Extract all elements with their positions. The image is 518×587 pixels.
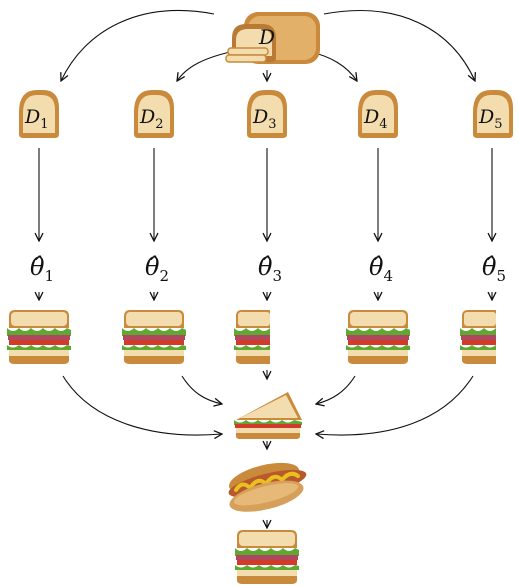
- estimate-index-1: 1: [44, 267, 54, 285]
- svg-text:θ̂4: θ̂4: [369, 253, 393, 285]
- estimate-5: θ̂5: [482, 253, 506, 285]
- estimate-label-3: θ̂: [258, 253, 273, 281]
- triangle-sandwich-icon: [234, 392, 302, 439]
- estimate-label-2: θ̂: [145, 253, 160, 281]
- sandwich-icon: [122, 310, 186, 364]
- sandwich-icon: [235, 530, 299, 584]
- split-label-4: D: [363, 106, 379, 128]
- svg-text:D5: D5: [478, 106, 503, 132]
- split-index-4: 4: [379, 117, 387, 132]
- split-label-5: D: [478, 106, 494, 128]
- half-sandwich-icon: [460, 310, 496, 364]
- split-label-1: D: [24, 106, 40, 128]
- svg-text:θ̂1: θ̂1: [30, 253, 54, 285]
- split-index-5: 5: [494, 117, 502, 132]
- svg-text:D4: D4: [363, 106, 388, 132]
- estimate-index-4: 4: [383, 267, 393, 285]
- split-label-2: D: [139, 106, 155, 128]
- sandwich-icon: [7, 310, 71, 364]
- split-index-2: 2: [155, 117, 163, 132]
- svg-text:D1: D1: [24, 106, 49, 132]
- estimate-label-1: θ̂: [30, 253, 45, 281]
- bread-slice-icon: [134, 90, 174, 138]
- split-dataset-5: D5: [473, 90, 513, 138]
- svg-text:D3: D3: [252, 106, 277, 132]
- estimate-index-5: 5: [496, 267, 506, 285]
- split-dataset-2: D2: [134, 90, 174, 138]
- source-label: D: [258, 25, 275, 49]
- arrow-sandwich4-to-merge: [316, 375, 356, 404]
- estimate-index-2: 2: [159, 267, 169, 285]
- arrow-sandwich2-to-merge: [181, 375, 222, 404]
- estimate-label-4: θ̂: [369, 253, 384, 281]
- source-dataset: D: [225, 12, 320, 64]
- split-dataset-3: D3: [247, 90, 287, 138]
- arrow-source-to-d1: [61, 10, 215, 81]
- svg-text:θ̂3: θ̂3: [258, 253, 282, 285]
- estimate-2: θ̂2: [145, 253, 169, 285]
- bread-slice-icon: [473, 90, 513, 138]
- estimate-index-3: 3: [272, 267, 282, 285]
- arrow-sandwich1-to-merge: [62, 375, 222, 435]
- estimate-4: θ̂4: [369, 253, 393, 285]
- sandwich-icon: [346, 310, 410, 364]
- split-label-3: D: [252, 106, 268, 128]
- small-down-arrows: [39, 292, 492, 528]
- bread-loaf-icon: [225, 12, 320, 64]
- bread-slice-icon: [358, 90, 398, 138]
- split-index-1: 1: [40, 117, 48, 132]
- svg-text:θ̂2: θ̂2: [145, 253, 169, 285]
- svg-text:θ̂5: θ̂5: [482, 253, 506, 285]
- estimate-arrows: [39, 148, 492, 241]
- estimate-1: θ̂1: [30, 253, 54, 285]
- arrow-source-to-d5: [323, 10, 475, 81]
- bread-slice-icon: [247, 90, 287, 138]
- arrow-sandwich5-to-merge: [316, 375, 474, 435]
- estimate-3: θ̂3: [258, 253, 282, 285]
- hotdog-icon: [228, 462, 307, 512]
- arrow-source-to-d2: [177, 51, 231, 81]
- split-index-3: 3: [268, 117, 276, 132]
- bread-slice-icon: [19, 90, 59, 138]
- split-dataset-4: D4: [358, 90, 398, 138]
- merge-arrows: [62, 375, 474, 435]
- half-sandwich-icon: [234, 310, 270, 364]
- estimate-label-5: θ̂: [482, 253, 497, 281]
- svg-text:D2: D2: [139, 106, 164, 132]
- split-dataset-1: D1: [19, 90, 59, 138]
